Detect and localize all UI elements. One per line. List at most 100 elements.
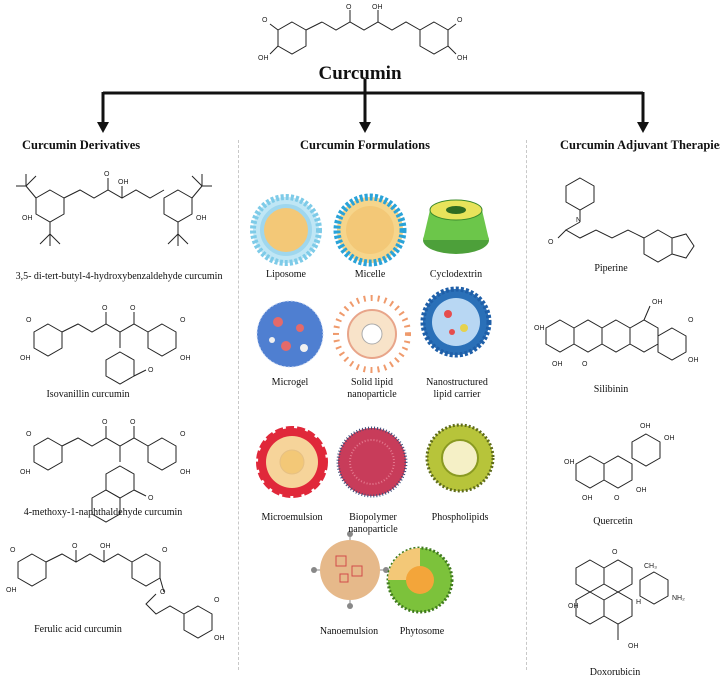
atom-label: O (130, 305, 136, 312)
atom-label: O (160, 589, 166, 596)
atom-label: O (104, 171, 110, 178)
structure-di-tert-butyl: O OH OH OH (16, 171, 212, 246)
caption-micelle: Micelle (354, 269, 386, 280)
atom-label: OH (564, 459, 575, 466)
cyclodextrin-graphic (423, 199, 489, 254)
arrow-adjuvants (637, 122, 649, 133)
atom-label: OH (582, 495, 593, 502)
atom-label: OH (20, 469, 31, 476)
phytosome-graphic (386, 546, 454, 614)
atom-label: OH (652, 299, 663, 306)
atom-label: OH (214, 635, 225, 642)
micelle-graphic (333, 193, 407, 267)
heading-adjuvants: Curcumin Adjuvant Therapies (560, 138, 720, 152)
atom-label: O (162, 547, 168, 554)
atom-label: OH (552, 361, 563, 368)
atom-label: OH (20, 355, 31, 362)
atom-label: OH (534, 325, 545, 332)
structure-piperine: N O (548, 177, 695, 263)
atom-label: O (10, 547, 16, 554)
caption-ferulic-acid: Ferulic acid curcumin (34, 624, 122, 635)
caption-di-tert-butyl: 3,5- di-tert-butyl-4-hydroxybenzaldehyde… (15, 271, 223, 282)
liposome-graphic (250, 194, 322, 266)
structure-quercetin: OH OH O OH OH OH (564, 423, 675, 502)
atom-label: O (26, 317, 32, 324)
caption-quercetin: Quercetin (593, 516, 633, 527)
atom-label: N (576, 217, 581, 224)
caption-phospholipids: Phospholipids (431, 512, 489, 523)
column-divider-right (526, 140, 527, 670)
caption-phytosome: Phytosome (399, 626, 445, 637)
caption-piperine: Piperine (594, 263, 628, 274)
atom-label: OH (636, 487, 647, 494)
atom-label: OH (688, 357, 699, 364)
atom-label: OH (640, 423, 651, 430)
atom-label: O (180, 317, 186, 324)
caption-nanoemulsion: Nanoemulsion (319, 626, 379, 637)
atom-label: OH (22, 215, 33, 222)
atom-label: O (148, 367, 154, 374)
atom-label: H (636, 599, 641, 606)
atom-label: O (180, 431, 186, 438)
atom-label: CH₃ (644, 563, 657, 570)
caption-silibinin: Silibinin (593, 384, 629, 395)
nanoemulsion-graphic (311, 531, 389, 609)
caption-naphthaldehyde: 4-methoxy-1-naphthaldehyde curcumin (23, 507, 183, 518)
atom-label: O (102, 419, 108, 426)
structure-naphthaldehyde: O O O OH O OH O (20, 419, 191, 523)
structure-silibinin: OH OH OH O O OH (534, 299, 699, 368)
atom-label: O (214, 597, 220, 604)
caption-liposome: Liposome (266, 269, 306, 280)
microemulsion-graphic (256, 426, 328, 498)
caption-microgel: Microgel (271, 377, 309, 388)
atom-label: O (614, 495, 620, 502)
arrow-formulations (359, 122, 371, 133)
atom-label: OH (258, 55, 269, 62)
atom-label: OH (568, 603, 579, 610)
structure-doxorubicin: O CH₃ NH₂ H OH OH (568, 549, 685, 650)
caption-isovanillin: Isovanillin curcumin (46, 389, 130, 400)
arrow-derivatives (97, 122, 109, 133)
atom-label: O (130, 419, 136, 426)
atom-label: OH (6, 587, 17, 594)
phospholipids-graphic (425, 423, 495, 493)
biopolymer-graphic (336, 426, 408, 498)
solid-lipid-graphic (333, 295, 411, 373)
caption-biopolymer: Biopolymer nanoparticle (348, 512, 398, 535)
caption-cyclodextrin: Cyclodextrin (429, 269, 483, 280)
caption-nlc: Nanostructured lipid carrier (426, 377, 488, 400)
microgel-graphic (256, 300, 324, 368)
caption-microemulsion: Microemulsion (261, 512, 323, 523)
atom-label: O (457, 17, 463, 24)
atom-label: OH (196, 215, 207, 222)
atom-label: O (102, 305, 108, 312)
atom-label: OH (664, 435, 675, 442)
atom-label: O (346, 4, 352, 11)
caption-solid-lipid: Solid lipid nanoparticle (347, 377, 397, 400)
atom-label: OH (118, 179, 129, 186)
heading-derivatives: Curcumin Derivatives (22, 138, 141, 152)
atom-label: O (688, 317, 694, 324)
atom-label: O (582, 361, 588, 368)
caption-doxorubicin: Doxorubicin (589, 667, 641, 678)
atom-label: OH (100, 543, 111, 550)
atom-label: O (548, 239, 554, 246)
heading-formulations: Curcumin Formulations (300, 138, 430, 152)
atom-label: OH (180, 355, 191, 362)
atom-label: OH (628, 643, 639, 650)
atom-label: O (26, 431, 32, 438)
atom-label: OH (372, 4, 383, 11)
column-divider-left (238, 140, 239, 670)
atom-label: O (148, 495, 154, 502)
atom-label: OH (180, 469, 191, 476)
atom-label: NH₂ (672, 595, 685, 602)
nlc-graphic (420, 286, 492, 358)
atom-label: O (72, 543, 78, 550)
atom-label: O (612, 549, 618, 556)
structure-ferulic-acid: O OH O OH O O O OH (6, 543, 225, 642)
